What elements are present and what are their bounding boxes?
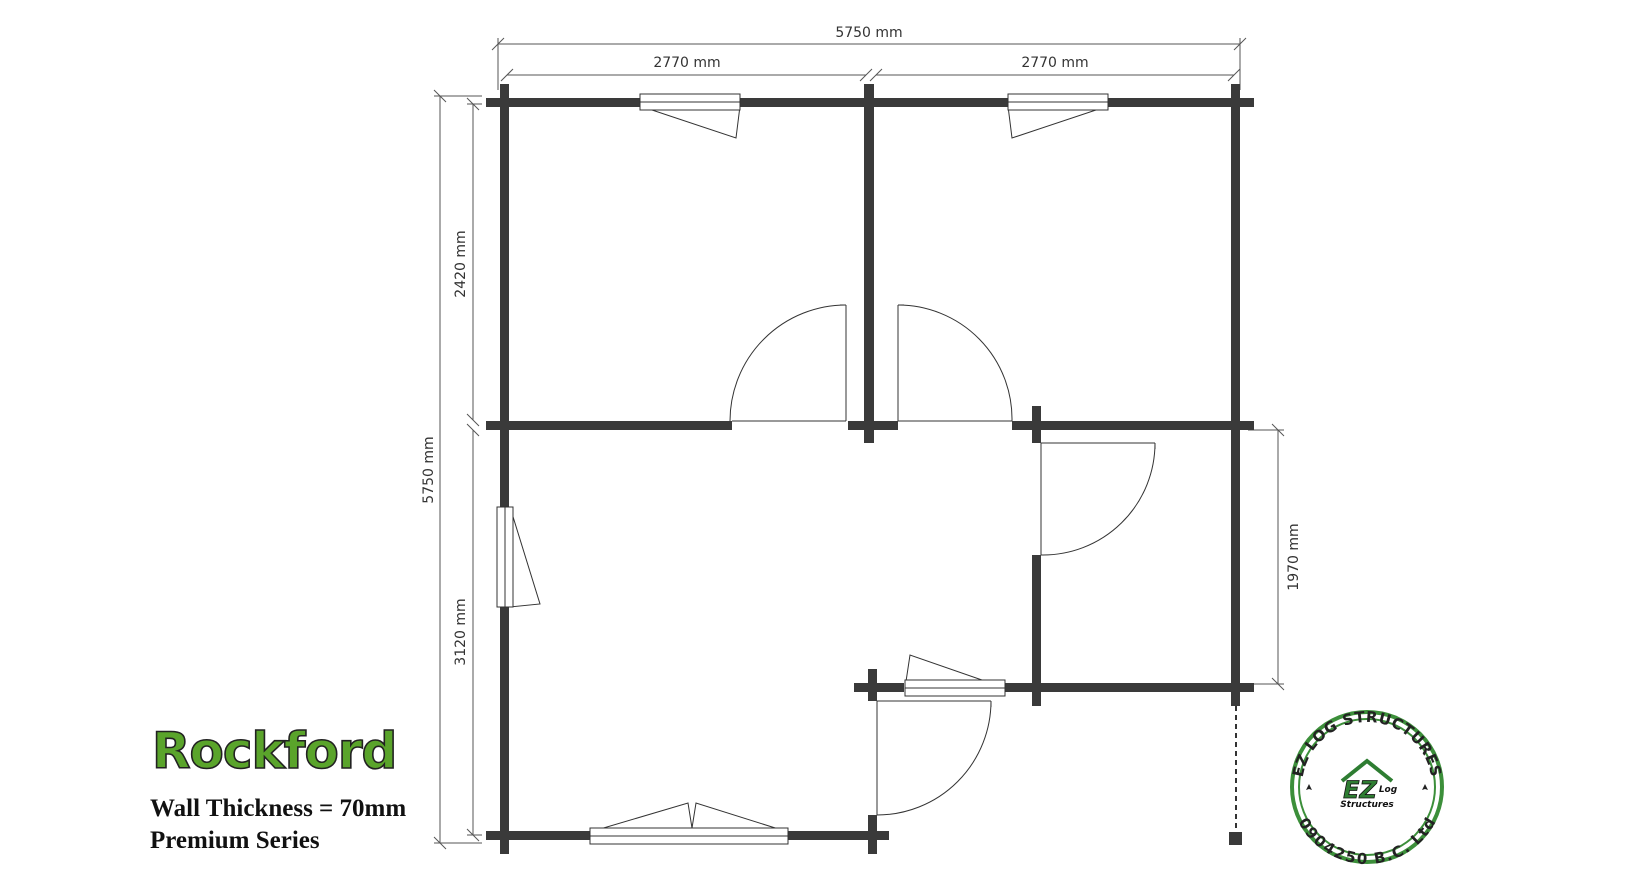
porch-post bbox=[1229, 832, 1242, 845]
window-bottom-double bbox=[589, 802, 789, 845]
logo-mark-word: Structures bbox=[1340, 800, 1394, 810]
dimension-label: 1970 mm bbox=[1286, 523, 1302, 590]
wall-entry-jamb-bottom bbox=[868, 815, 877, 840]
wall-side-room-left-upper bbox=[1032, 421, 1041, 443]
house-roof-icon bbox=[1340, 758, 1394, 783]
door-entry bbox=[876, 700, 992, 816]
dimension-lower-room-depth: 3120 mm bbox=[453, 423, 482, 842]
door-upper-left bbox=[729, 304, 847, 422]
series-label: Premium Series bbox=[150, 827, 320, 854]
logo-mark-sub: Log bbox=[1379, 785, 1398, 795]
corner-posts bbox=[486, 84, 1254, 854]
window-top-right bbox=[1007, 93, 1109, 139]
plan-title: Rockford bbox=[151, 722, 398, 780]
dimension-label: 2770 mm bbox=[653, 55, 720, 71]
door-upper-right bbox=[897, 304, 1013, 422]
dimension-label: 5750 mm bbox=[835, 25, 902, 41]
maple-leaf-icon bbox=[1306, 784, 1312, 790]
dimension-label: 2420 mm bbox=[453, 230, 469, 297]
wall-side-room-left-lower bbox=[1032, 555, 1041, 688]
door-side-room bbox=[1040, 442, 1156, 556]
dimension-label: 2770 mm bbox=[1021, 55, 1088, 71]
wall-right-upper bbox=[1231, 98, 1240, 688]
wall-entry-jamb-top bbox=[868, 683, 877, 701]
logo-mark: EZ bbox=[1343, 776, 1377, 804]
maple-leaf-icon bbox=[1422, 784, 1428, 790]
wall-thickness-label: Wall Thickness = 70mm bbox=[150, 795, 407, 822]
dimension-upper-rooms-depth: 2420 mm bbox=[453, 97, 482, 427]
walls bbox=[500, 98, 1240, 840]
dimension-right-room-width: 2770 mm bbox=[869, 55, 1241, 82]
dimension-overall-width: 5750 mm bbox=[491, 25, 1247, 90]
wall-left bbox=[500, 98, 509, 840]
window-entry bbox=[904, 654, 1006, 697]
wall-entry-left-stub bbox=[854, 683, 904, 692]
window-left-wall bbox=[496, 506, 541, 608]
dimension-overall-depth: 5750 mm bbox=[421, 89, 482, 850]
dimension-label: 3120 mm bbox=[453, 598, 469, 665]
company-logo: EZ LOG STRUCTURES 0904250 B.C. Ltd EZ Lo… bbox=[1289, 708, 1445, 868]
wall-center-vertical bbox=[864, 98, 874, 429]
wall-mid-left bbox=[500, 421, 732, 430]
window-top-left bbox=[639, 93, 741, 139]
wall-mid-center bbox=[848, 421, 898, 430]
dimension-side-room-depth: 1970 mm bbox=[1248, 423, 1302, 691]
wall-side-room-bottom bbox=[1004, 683, 1240, 692]
wall-mid-right bbox=[1012, 421, 1240, 430]
dimension-label: 5750 mm bbox=[421, 436, 437, 503]
dimension-left-room-width: 2770 mm bbox=[500, 55, 873, 82]
